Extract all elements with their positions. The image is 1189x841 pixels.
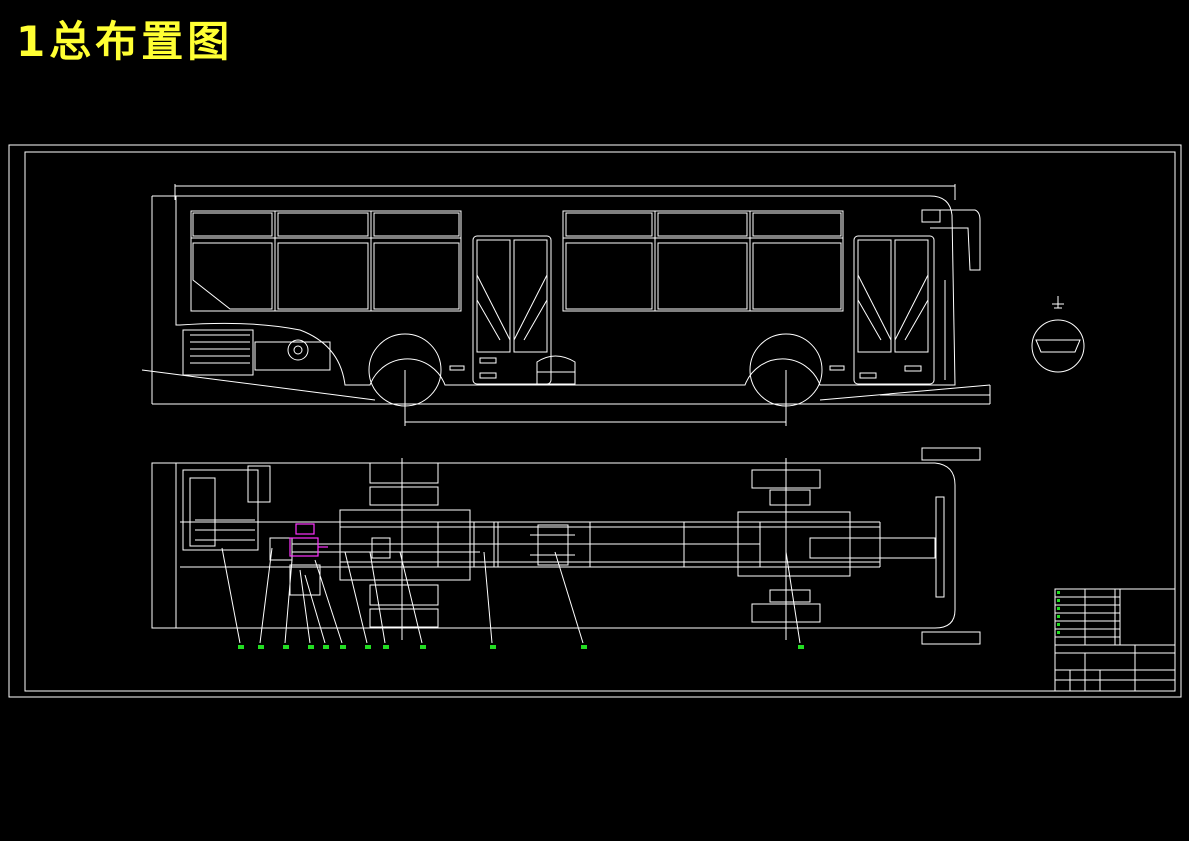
callout-marker [798, 645, 804, 649]
callout-marker [238, 645, 244, 649]
bus-plan-outline [151, 462, 956, 629]
highlighted-component [289, 523, 328, 557]
window-frame-right [562, 210, 844, 312]
callout-marker [308, 645, 314, 649]
title-block [1054, 588, 1176, 692]
callout-marker [581, 645, 587, 649]
callout-marker [283, 645, 289, 649]
callout-marker [383, 645, 389, 649]
rear-axle-wheel-top [369, 462, 439, 484]
callout-marker [365, 645, 371, 649]
outer-border [8, 144, 1182, 698]
engine-plan [182, 469, 259, 551]
callout-marker [323, 645, 329, 649]
callout-marker [490, 645, 496, 649]
middle-door [472, 235, 552, 385]
rear-axle-wheel-bottom [369, 584, 439, 606]
callout-markers [238, 645, 804, 649]
callout-marker [258, 645, 264, 649]
callout-marker [340, 645, 346, 649]
front-door [853, 235, 935, 385]
side-view [141, 184, 991, 426]
drawing-title: 1总布置图 [16, 17, 234, 66]
callout-marker [420, 645, 426, 649]
bus-body-outline [175, 195, 956, 386]
engine-block [182, 329, 254, 376]
window-frame-left [190, 210, 462, 312]
plan-view [151, 447, 981, 645]
fuel-tank [536, 355, 576, 385]
inner-border [24, 151, 1176, 692]
front-detail-view [1031, 296, 1085, 373]
